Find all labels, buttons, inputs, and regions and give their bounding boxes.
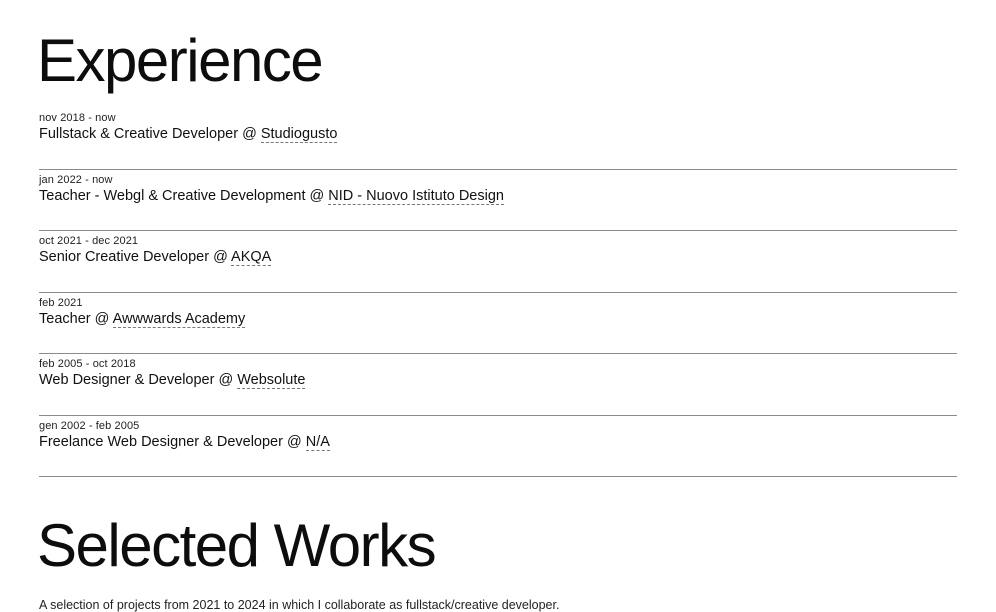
- experience-company-link[interactable]: NID - Nuovo Istituto Design: [328, 187, 504, 205]
- experience-date: feb 2005 - oct 2018: [39, 358, 136, 370]
- experience-date: jan 2022 - now: [39, 173, 113, 186]
- experience-company-link[interactable]: Awwwards Academy: [112, 310, 246, 328]
- experience-role-text: Teacher - Webgl & Creative Development @: [39, 187, 329, 204]
- experience-company-link[interactable]: Websolute: [237, 372, 306, 389]
- experience-item: feb 2021 Teacher @ Awwwards Academy: [39, 293, 957, 354]
- experience-date: gen 2002 - feb 2005: [39, 419, 140, 432]
- experience-date: oct 2021 - dec 2021: [39, 235, 139, 247]
- experience-list: nov 2018 - now Fullstack & Creative Deve…: [39, 108, 957, 477]
- experience-role-text: Teacher @: [39, 310, 113, 327]
- experience-role-text: Web Designer & Developer @: [39, 372, 238, 388]
- experience-role: Teacher - Webgl & Creative Development @…: [39, 187, 504, 205]
- experience-role: Senior Creative Developer @ AKQA: [39, 249, 272, 266]
- experience-item: gen 2002 - feb 2005 Freelance Web Design…: [39, 416, 957, 477]
- experience-item: nov 2018 - now Fullstack & Creative Deve…: [39, 108, 957, 170]
- experience-company-link[interactable]: Studiogusto: [260, 126, 338, 143]
- experience-role: Freelance Web Designer & Developer @ N/A: [39, 433, 330, 451]
- experience-item: feb 2005 - oct 2018 Web Designer & Devel…: [39, 354, 957, 416]
- experience-item: jan 2022 - now Teacher - Webgl & Creativ…: [39, 170, 957, 231]
- experience-title: Experience: [37, 27, 324, 94]
- experience-role-text: Fullstack & Creative Developer @: [39, 126, 261, 142]
- selected-works-title: Selected Works: [37, 512, 437, 579]
- experience-role-text: Senior Creative Developer @: [39, 249, 232, 265]
- experience-item: oct 2021 - dec 2021 Senior Creative Deve…: [39, 231, 957, 293]
- experience-role: Web Designer & Developer @ Websolute: [39, 372, 306, 389]
- experience-role: Teacher @ Awwwards Academy: [39, 310, 246, 328]
- experience-role-text: Freelance Web Designer & Developer @: [39, 433, 306, 450]
- experience-company-link[interactable]: AKQA: [231, 249, 272, 266]
- experience-date: nov 2018 - now: [39, 112, 116, 124]
- experience-company-link[interactable]: N/A: [305, 433, 330, 451]
- experience-date: feb 2021: [39, 296, 83, 309]
- experience-role: Fullstack & Creative Developer @ Studiog…: [39, 126, 338, 143]
